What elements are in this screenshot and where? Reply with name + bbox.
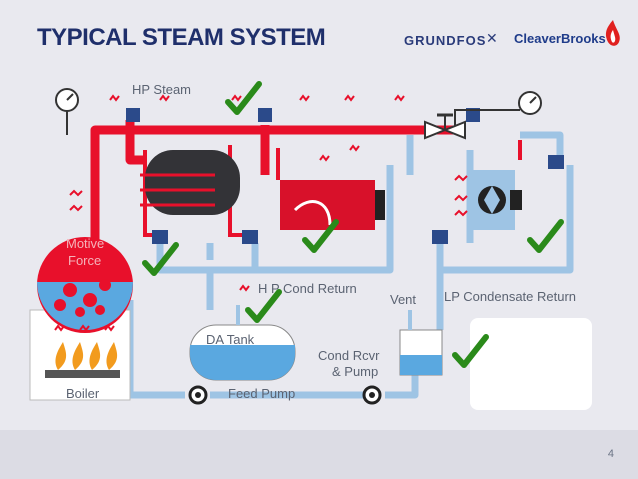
receiver-line bbox=[385, 375, 419, 399]
lp-fan-coil-icon bbox=[470, 170, 522, 230]
hp-steam-label: HP Steam bbox=[132, 82, 192, 97]
condensate-pump-icon bbox=[362, 385, 382, 405]
lp-return-line bbox=[436, 165, 574, 274]
page-number: 4 bbox=[607, 448, 614, 460]
condensate-return-lines bbox=[126, 131, 574, 399]
heat-wave-icons bbox=[54, 94, 468, 332]
checkmark-icon bbox=[225, 81, 262, 115]
trap-4 bbox=[548, 155, 564, 169]
return-line-1 bbox=[156, 243, 214, 310]
trap-6 bbox=[258, 108, 272, 122]
trap-2 bbox=[242, 230, 258, 244]
checkmark-icon bbox=[452, 334, 489, 368]
pressure-gauge-right-icon bbox=[454, 91, 542, 130]
hp-cond-return-line bbox=[210, 165, 394, 274]
footer-bar bbox=[0, 430, 638, 479]
grundfos-x-icon: ✕ bbox=[486, 30, 498, 46]
checkmark-icon bbox=[142, 242, 179, 276]
control-valve-icon bbox=[424, 113, 466, 140]
condensate-receiver bbox=[399, 310, 443, 376]
hp-process-unit bbox=[280, 180, 385, 230]
lp-trap-line bbox=[520, 131, 564, 160]
trap-5 bbox=[126, 108, 140, 122]
steam-traps bbox=[126, 108, 564, 244]
flame-logo-icon bbox=[602, 18, 624, 48]
trap-1 bbox=[152, 230, 168, 244]
feed-line bbox=[126, 300, 185, 399]
checkmark-icon bbox=[527, 219, 564, 253]
da-tank bbox=[189, 305, 296, 381]
grundfos-logo: GRUNDFOS bbox=[404, 33, 487, 48]
checkmark-icon bbox=[245, 289, 282, 323]
checkmark-icon bbox=[302, 219, 339, 253]
cond-rcvr-label: Cond Rcvr bbox=[318, 348, 380, 363]
burner-flames-icon bbox=[55, 342, 118, 370]
vent-label: Vent bbox=[390, 292, 417, 307]
page-title: TYPICAL STEAM SYSTEM bbox=[37, 24, 326, 51]
cleaverbrooks-logo: CleaverBrooks bbox=[514, 31, 606, 46]
hp-drop-1 bbox=[125, 120, 145, 165]
boiler-label: Boiler bbox=[66, 386, 100, 401]
boiler bbox=[29, 237, 133, 401]
trap-3 bbox=[432, 230, 448, 244]
force-label: Force bbox=[68, 253, 102, 268]
pressure-gauge-left-icon bbox=[55, 88, 79, 135]
feed-pump-label: Feed Pump bbox=[228, 386, 296, 401]
hp-cond-return-label: H P Cond Return bbox=[258, 281, 357, 296]
and-pump-label: & Pump bbox=[332, 364, 379, 379]
da-tank-label: DA Tank bbox=[206, 332, 255, 347]
lp-condensate-return-label: LP Condensate Return bbox=[444, 289, 577, 304]
checkmarks bbox=[142, 81, 564, 368]
feed-pump-icon bbox=[188, 385, 208, 405]
steam-system-diagram bbox=[29, 81, 592, 410]
hp-heat-exchanger bbox=[140, 150, 240, 215]
info-box bbox=[470, 318, 592, 410]
hp-steam-header bbox=[90, 125, 405, 245]
trap-7 bbox=[466, 108, 480, 122]
motive-label: Motive bbox=[66, 236, 105, 251]
